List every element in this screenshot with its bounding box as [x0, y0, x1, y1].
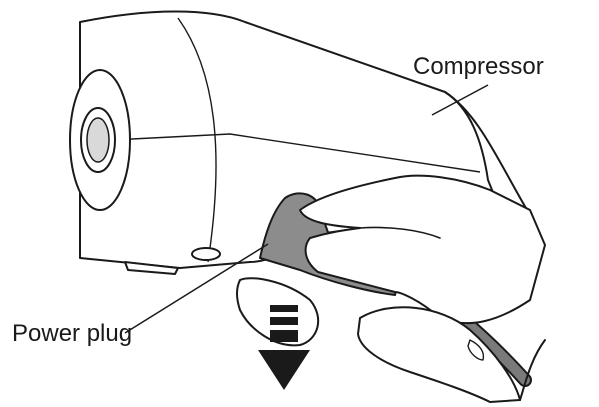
- leader-lines: [124, 84, 489, 334]
- inlet-cap: [69, 69, 131, 211]
- pull-down-arrow-icon: [258, 305, 310, 390]
- hand: [236, 174, 546, 403]
- compressor-label: Compressor: [413, 53, 544, 80]
- power-plug-label: Power plug: [12, 320, 133, 347]
- power-plug-leader: [124, 243, 269, 334]
- compressor-leader: [431, 84, 489, 116]
